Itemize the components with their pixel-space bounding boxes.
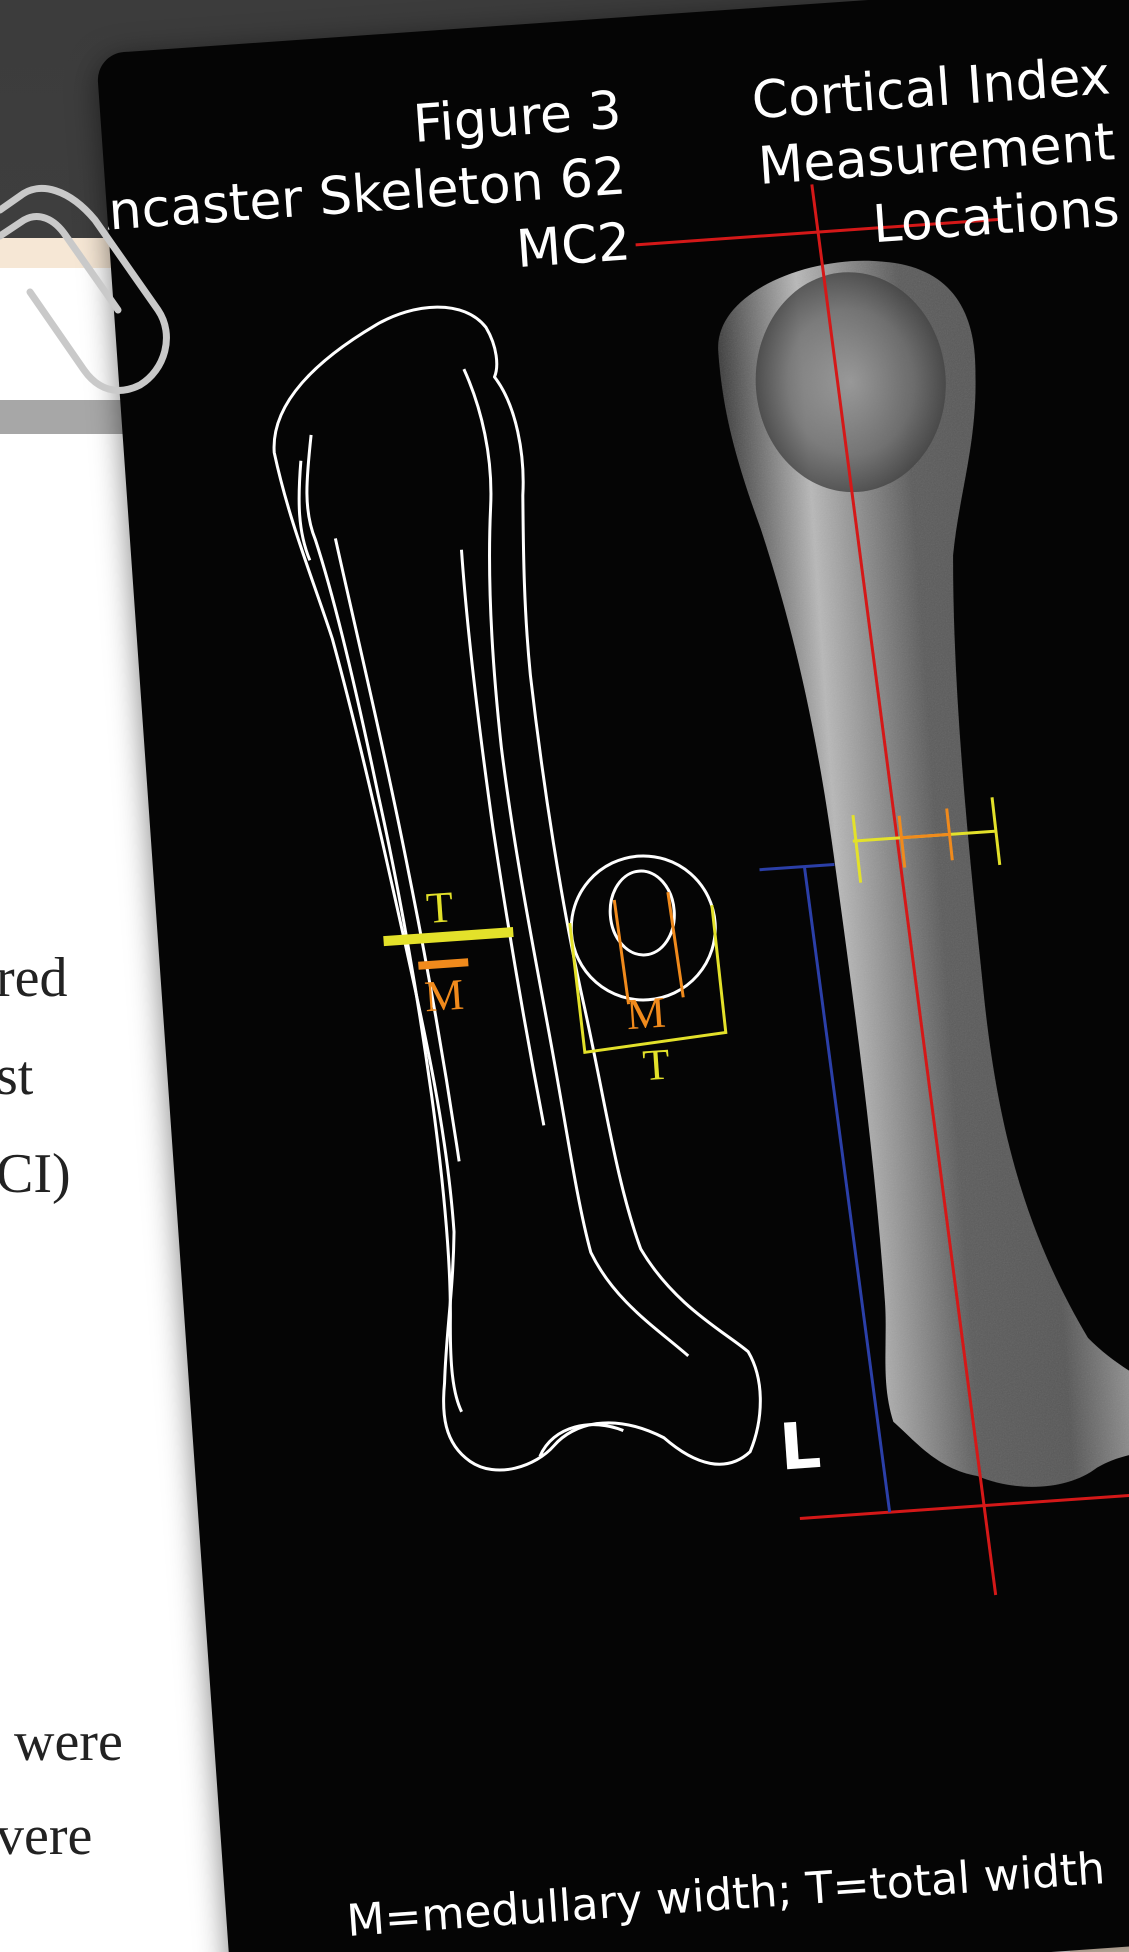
document-text-line: red [0,950,68,1006]
document-text-line: vere [0,1808,92,1864]
cross-total-label: T [641,1039,671,1090]
bone-outline-drawing [265,290,765,1491]
xray-bone [713,239,1129,1504]
paperclip-icon [0,0,200,420]
document-text-line: CI) [0,1146,71,1202]
side-marker: L [777,1409,823,1486]
shaft-total-label: T [425,882,455,933]
figure-artwork: T M M T L Figure 3 Ancaster Skeleton 62 … [96,0,1129,1952]
cross-medullary-label: M [625,988,667,1040]
shaft-medullary-label: M [423,970,465,1022]
figure-heading-3: Locations [871,178,1122,255]
figure-caption: M=medullary width; T=total width [345,1843,1107,1947]
document-text-line: st [0,1048,33,1104]
distal-limit-line [800,1486,1129,1518]
figure-bone-id: MC2 [514,212,632,280]
document-text-line: were [14,1714,123,1770]
figure-card: T M M T L Figure 3 Ancaster Skeleton 62 … [96,0,1129,1952]
figure-number: Figure 3 [411,81,623,155]
